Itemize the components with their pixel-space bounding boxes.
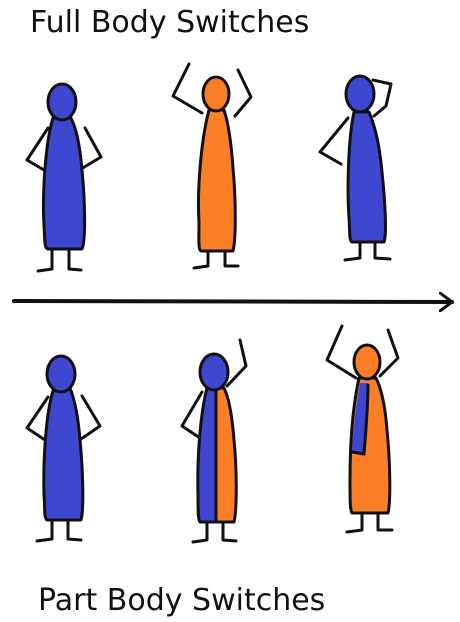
figure-bottom-3	[327, 326, 398, 532]
figure-bottom-1-legs	[37, 520, 81, 541]
figure-top-1-legs	[38, 249, 81, 271]
figure-bottom-3-head	[354, 345, 380, 379]
figure-top-2-legs	[194, 251, 238, 268]
figure-bottom-1-head	[47, 356, 75, 392]
figure-bottom-2	[182, 340, 246, 542]
figure-top-2-head	[203, 77, 229, 111]
part-body-switches-label: Part Body Switches	[38, 583, 325, 619]
figure-top-2	[173, 64, 251, 268]
figure-bottom-1	[27, 356, 100, 541]
figure-top-3	[320, 76, 391, 260]
figure-top-1-head	[48, 84, 76, 120]
figure-top-3-legs	[345, 242, 390, 260]
figure-top-2-body	[198, 110, 235, 251]
figure-top-3-body	[348, 112, 385, 242]
figure-bottom-2-head	[200, 354, 228, 390]
figure-bottom-1-body	[44, 388, 83, 520]
figure-top-1	[27, 84, 101, 271]
figure-top-1-body	[43, 118, 84, 249]
figure-bottom-2-legs	[193, 522, 236, 542]
figure-top-3-head	[346, 76, 374, 112]
figure-bottom-2-body-blue-half	[198, 388, 216, 522]
figure-bottom-3-legs	[347, 513, 392, 532]
figure-bottom-2-body-orange-half	[216, 388, 236, 522]
progression-arrow	[14, 301, 452, 302]
